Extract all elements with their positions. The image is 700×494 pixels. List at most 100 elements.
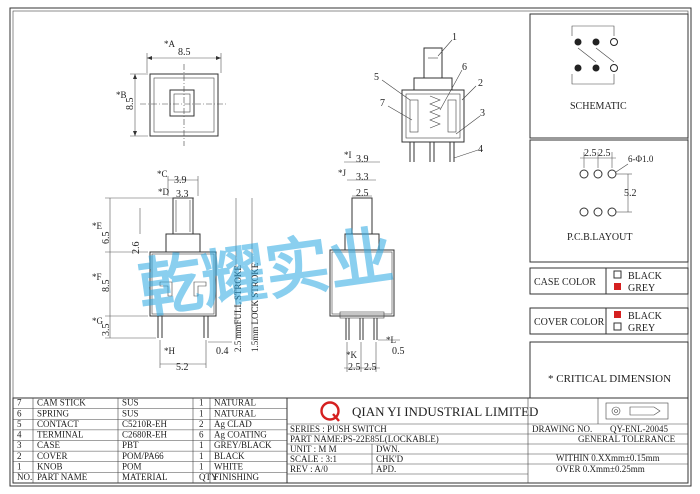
drawing-no-label: DRAWING NO. — [532, 424, 592, 434]
bom-cell-material: PBT — [122, 440, 139, 450]
bom-cell-finish: FINISHING — [214, 472, 260, 482]
cover-color-label: COVER COLOR — [534, 317, 605, 328]
section-knob — [423, 47, 443, 79]
drawing-no-value: QY-ENL-20045 — [610, 424, 668, 434]
case-color-swatch — [614, 283, 621, 290]
bom-cell-no: 1 — [17, 461, 22, 471]
unit-label: UNIT : M M — [290, 444, 337, 454]
case-color-opt1: BLACK — [628, 271, 663, 282]
dim-l-value: 0.5 — [392, 346, 405, 357]
bom-cell-material: SUS — [122, 408, 139, 418]
section-case — [401, 89, 465, 143]
cover-color-panel: COVER COLOR BLACK GREY — [529, 307, 689, 335]
dim-2-5-value: 2.5 — [356, 188, 369, 199]
bom-cell-qty: QTY — [199, 472, 218, 482]
schematic-pin — [592, 64, 600, 72]
bom-cell-name: TERMINAL — [37, 430, 84, 440]
callout-5: 5 — [374, 72, 379, 83]
section-view: 1 2 3 4 5 6 7 — [374, 32, 485, 162]
callout-4: 4 — [478, 144, 483, 155]
watermark-text: 乾耀实业 — [134, 219, 398, 328]
bom-cell-material: C2680R-EH — [122, 430, 168, 440]
bom-cell-finish: WHITE — [214, 461, 243, 471]
pcb-hole — [579, 207, 589, 217]
bom-cell-name: PART NAME — [37, 472, 88, 482]
side-view: *I 3.9 *J 3.3 2.5 *K 2.5 2.5 *L 0.5 — [329, 150, 405, 373]
lock-stroke-label: 1.5mm LOCK STROKE — [250, 262, 260, 352]
dim-2-6-value: 2.6 — [131, 242, 142, 255]
bom-cell-no: 3 — [17, 440, 22, 450]
dim-a-star: *A — [164, 39, 176, 49]
schematic-pin — [574, 38, 582, 46]
bom-cell-name: KNOB — [37, 461, 63, 471]
series-label: SERIES : PUSH SWITCH — [290, 424, 387, 434]
dim-e-value: 6.5 — [101, 232, 112, 245]
dim-d-star: *D — [158, 187, 170, 197]
pcb-dim-3: 5.2 — [624, 188, 637, 199]
bom-cell-finish: Ag CLAD — [214, 419, 252, 429]
schematic-pin — [610, 64, 618, 72]
pcb-hole — [607, 207, 617, 217]
bom-cell-material: C5210R-EH — [122, 419, 168, 429]
callout-1: 1 — [452, 32, 457, 43]
chkd-label: CHK'D — [376, 454, 404, 464]
tolerance-1: WITHIN 0.XXmm±0.15mm — [556, 453, 660, 463]
dim-0-4-value: 0.4 — [216, 346, 229, 357]
pcb-hole — [579, 169, 589, 179]
front-view: *C 3.9 *D 3.3 *E 6.5 *F 8.5 *G 3.5 2.6 — [92, 169, 260, 373]
rev-label: REV : A/0 — [290, 464, 328, 474]
dim-h-value: 5.2 — [176, 362, 189, 373]
dim-k-value-2: 2.5 — [364, 362, 377, 373]
pcb-panel: 2.5 2.5 6-Φ1.0 5.2 P.C.B.LAYOUT — [529, 139, 689, 263]
pcb-dim-2: 2.5 — [598, 148, 611, 159]
bom-cell-qty: 1 — [199, 408, 204, 418]
dim-k-star: *K — [346, 350, 358, 360]
dim-j-value: 3.3 — [356, 172, 369, 183]
front-case — [149, 251, 217, 317]
dim-j-star: *J — [338, 168, 347, 178]
dim-g-star: *G — [92, 316, 104, 326]
bom-cell-qty: 1 — [199, 461, 204, 471]
bom-cell-qty: 1 — [199, 398, 204, 408]
scale-label: SCALE : 3:1 — [290, 454, 337, 464]
part-name-label: PART NAME:PS-22E85L(LOCKABLE) — [290, 434, 439, 444]
callout-6: 6 — [462, 62, 467, 73]
dim-f-star: *F — [92, 272, 102, 282]
bom-cell-no: NO. — [17, 472, 32, 482]
bom-cell-no: 4 — [17, 430, 22, 440]
bom-cell-material: POM/PA66 — [122, 451, 164, 461]
dim-a-value: 8.5 — [178, 47, 191, 58]
side-case — [329, 249, 395, 317]
company-name: QIAN YI INDUSTRIAL LIMITED — [352, 404, 538, 419]
bom-cell-name: COVER — [37, 451, 68, 461]
bom-cell-qty: 1 — [199, 451, 204, 461]
drawing-border — [9, 7, 692, 487]
callout-7: 7 — [380, 98, 385, 109]
case-color-label: CASE COLOR — [534, 277, 596, 288]
top-view-knob — [169, 89, 195, 117]
case-color-panel: CASE COLOR BLACK GREY — [529, 267, 689, 295]
dim-c-star: *C — [157, 169, 168, 179]
bom-cell-no: 7 — [17, 398, 22, 408]
dim-b-value: 8.5 — [125, 98, 136, 111]
dim-e-star: *E — [92, 221, 103, 231]
title-block: QIAN YI INDUSTRIAL LIMITED SERIES : PUSH… — [286, 397, 689, 484]
pcb-label: P.C.B.LAYOUT — [567, 232, 632, 243]
bom-cell-material: MATERIAL — [122, 472, 168, 482]
dim-k-value-1: 2.5 — [348, 362, 361, 373]
bom-cell-finish: NATURAL — [214, 408, 256, 418]
cover-color-swatch — [614, 311, 621, 318]
bom-cell-no: 6 — [17, 408, 22, 418]
bom-cell-qty: 1 — [199, 440, 204, 450]
dim-l-star: *L — [386, 335, 396, 345]
bom-cell-finish: NATURAL — [214, 398, 256, 408]
dim-i-value: 3.9 — [356, 154, 369, 165]
cover-color-opt2: GREY — [628, 323, 655, 334]
dim-g-value: 3.5 — [101, 324, 112, 337]
company-logo — [320, 401, 340, 421]
bom-cell-name: CAM STICK — [37, 398, 86, 408]
dim-i-star: *I — [344, 150, 352, 160]
tolerance-2: OVER 0.Xmm±0.25mm — [556, 464, 645, 474]
